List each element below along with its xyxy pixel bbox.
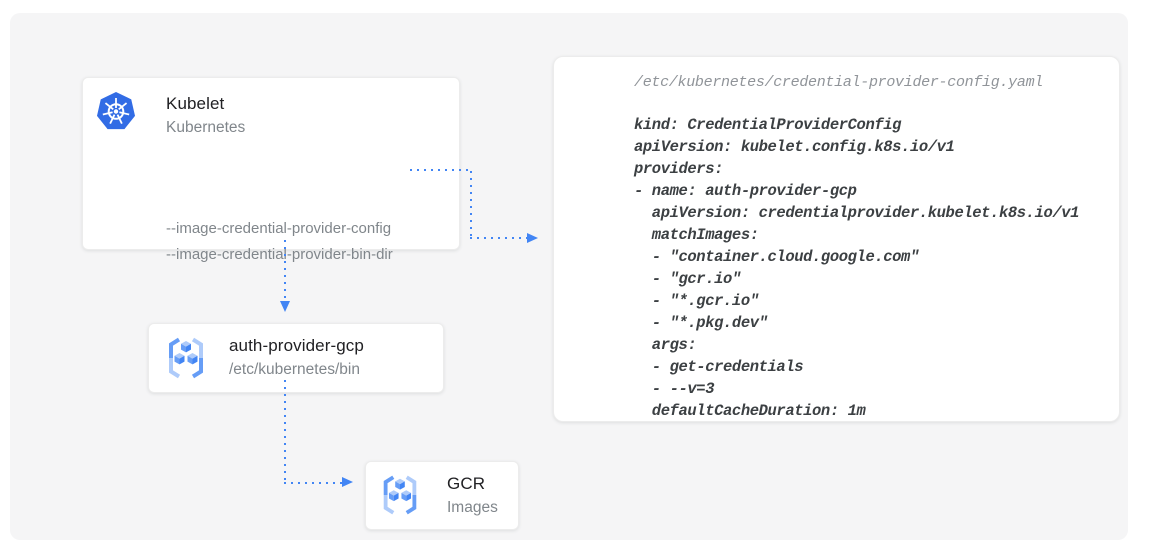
arrow-config-flag-segment-v	[470, 171, 472, 237]
arrow-config-flag-segment-h2	[470, 237, 528, 239]
kubernetes-helm-icon	[96, 91, 136, 131]
arrowhead-to-gcr-icon	[342, 477, 353, 487]
kubelet-flags: --image-credential-provider-config --ima…	[166, 216, 393, 268]
config-file-path: /etc/kubernetes/credential-provider-conf…	[634, 74, 1043, 91]
arrow-kubelet-to-auth-segment	[284, 240, 286, 302]
config-yaml-code: kind: CredentialProviderConfig apiVersio…	[634, 114, 1079, 422]
arrow-config-flag-segment-h1	[410, 169, 470, 171]
arrow-auth-to-gcr-segment-v	[284, 380, 286, 482]
flag-image-credential-provider-config: --image-credential-provider-config	[166, 220, 392, 237]
code-line: - "*.pkg.dev"	[634, 314, 768, 332]
code-line: - name: auth-provider-gcp	[634, 182, 857, 200]
code-line: args:	[634, 336, 697, 354]
kubelet-title: Kubelet	[166, 94, 225, 113]
gcr-title: GCR	[447, 474, 486, 493]
auth-provider-title: auth-provider-gcp	[229, 336, 364, 355]
arrowhead-to-config-panel-icon	[527, 233, 538, 243]
code-line: apiVersion: kubelet.config.k8s.io/v1	[634, 138, 955, 156]
code-line: - get-credentials	[634, 358, 804, 376]
code-line: matchImages:	[634, 226, 759, 244]
code-line: - "*.gcr.io"	[634, 292, 759, 310]
credential-provider-config-panel: /etc/kubernetes/credential-provider-conf…	[553, 56, 1120, 422]
code-line: - --v=3	[634, 380, 715, 398]
gcr-subtitle: Images	[447, 499, 498, 516]
code-line: providers:	[634, 160, 724, 178]
arrow-auth-to-gcr-segment-h	[284, 482, 342, 484]
flag-image-credential-provider-bin-dir: --image-credential-provider-bin-dir	[166, 246, 393, 263]
code-line: apiVersion: credentialprovider.kubelet.k…	[634, 204, 1080, 222]
container-registry-icon	[162, 334, 210, 382]
auth-provider-subtitle: /etc/kubernetes/bin	[229, 361, 360, 378]
gcr-node-card: GCR Images	[365, 461, 519, 530]
code-line: - "gcr.io"	[634, 270, 741, 288]
code-line: - "container.cloud.google.com"	[634, 248, 919, 266]
code-line: defaultCacheDuration: 1m	[634, 402, 866, 420]
container-registry-icon	[377, 472, 423, 518]
kubelet-node-card: Kubelet Kubernetes --image-credential-pr…	[82, 77, 460, 263]
kubelet-subtitle: Kubernetes	[166, 119, 246, 136]
arrowhead-to-auth-provider-icon	[280, 301, 290, 312]
auth-provider-gcp-node-card: auth-provider-gcp /etc/kubernetes/bin	[148, 323, 444, 393]
diagram-background: Kubelet Kubernetes --image-credential-pr…	[10, 13, 1128, 540]
code-line: kind: CredentialProviderConfig	[634, 116, 902, 134]
